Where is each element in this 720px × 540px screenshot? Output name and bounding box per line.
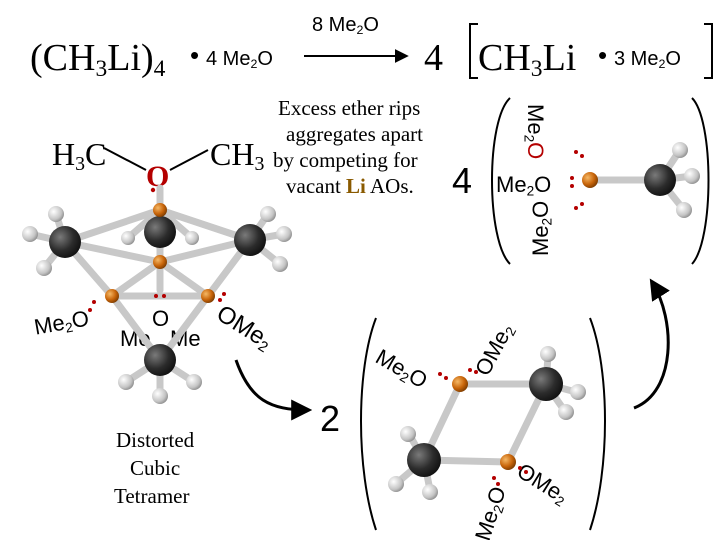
reactant-sub3: 3 bbox=[95, 55, 108, 82]
note-line-4-post: AOs. bbox=[365, 174, 414, 198]
tetramer-label-mid-me2: Me bbox=[170, 326, 201, 351]
monomer-mid-sub: 2 bbox=[526, 183, 535, 199]
product-bullet: • bbox=[598, 40, 608, 70]
tetramer-left-o: O bbox=[69, 305, 91, 333]
tetramer-label-left: Me2O bbox=[32, 305, 91, 341]
monomer-coeff: 4 bbox=[452, 160, 473, 201]
note-line-4-pre: vacant bbox=[286, 174, 347, 198]
reactant-solvent-sub: 2 bbox=[250, 57, 258, 72]
curved-arrow-tetramer-to-dimer bbox=[234, 359, 313, 421]
dimer-tl-o: O bbox=[404, 363, 432, 394]
reactant-li: Li) bbox=[107, 37, 154, 79]
dimer-coeff: 2 bbox=[320, 398, 341, 439]
reactant-formula: (CH3Li)4 bbox=[30, 36, 165, 83]
tetramer-label-mid-o: O bbox=[152, 306, 170, 331]
tetramer-caption-3: Tetramer bbox=[114, 484, 190, 508]
product-solvent-sub: 2 bbox=[658, 57, 666, 72]
monomer-label-bot: Me2O bbox=[528, 201, 554, 256]
product-solvent-text: 3 Me bbox=[614, 48, 659, 70]
dimer-bracket-left bbox=[360, 317, 377, 531]
monomer-mid-o: O bbox=[534, 172, 552, 197]
monomer-molecule bbox=[570, 142, 700, 218]
reactant-sub4: 4 bbox=[153, 55, 166, 82]
ether-oxygen: O bbox=[146, 160, 170, 193]
reactant-solvent-text: 4 Me bbox=[206, 48, 251, 70]
arrow-reagent: 8 Me2O bbox=[312, 14, 379, 37]
reactant-bullet: • bbox=[190, 40, 200, 70]
note-line-1: Excess ether rips bbox=[278, 96, 421, 120]
dimer-label-top: OMe2 bbox=[470, 319, 519, 380]
monomer-bracket-right bbox=[691, 97, 710, 265]
ether-right-methyl: CH3 bbox=[210, 136, 264, 176]
dimer-label-bot: Me2O bbox=[470, 483, 512, 540]
arrow-reagent-text: 8 Me bbox=[312, 14, 357, 36]
monomer-label-mid: Me2O bbox=[496, 172, 551, 198]
reactant-solvent: 4 Me2O bbox=[206, 48, 273, 71]
ether-left-c: C bbox=[85, 136, 107, 172]
note-line-2: aggregates apart bbox=[286, 122, 424, 146]
ether-left-methyl: H3C bbox=[52, 136, 106, 176]
note-line-4: vacant Li AOs. bbox=[286, 174, 414, 199]
arrow-reagent-o: O bbox=[363, 14, 379, 36]
product-core: CH bbox=[478, 37, 531, 79]
product-li: Li bbox=[542, 37, 577, 79]
note-line-4-li: Li bbox=[346, 174, 366, 198]
monomer-mid-me: Me bbox=[496, 172, 527, 197]
ether-bond-left bbox=[103, 147, 147, 171]
tetramer-molecule bbox=[22, 184, 292, 404]
ether-left-h: H bbox=[52, 136, 76, 172]
ether-right-sub: 3 bbox=[254, 152, 265, 175]
monomer-bot-me: Me bbox=[528, 225, 553, 256]
reactant-solvent-o: O bbox=[257, 48, 273, 70]
reactant-core: (CH bbox=[30, 37, 96, 79]
ether-right-ch: CH bbox=[210, 136, 255, 172]
dimer-bot-o: O bbox=[481, 483, 511, 508]
note-line-3: by competing for bbox=[273, 148, 418, 172]
monomer-bot-sub: 2 bbox=[539, 217, 555, 226]
ether-bond-right bbox=[169, 149, 209, 171]
tetramer-label-right: OMe2 bbox=[211, 300, 277, 356]
monomer-bot-o: O bbox=[528, 200, 553, 218]
arrow-reagent-sub: 2 bbox=[356, 23, 364, 38]
monomer-top-o: O bbox=[523, 142, 548, 160]
dimer-bracket-right bbox=[589, 317, 606, 531]
tetramer-caption-2: Cubic bbox=[130, 456, 181, 480]
product-solvent: 3 Me2O bbox=[614, 48, 681, 71]
dimer-label-tl: Me2O bbox=[371, 344, 432, 395]
product-solvent-o: O bbox=[665, 48, 681, 70]
product-bracket-right bbox=[704, 23, 713, 79]
monomer-label-top: Me2O bbox=[522, 104, 548, 159]
tetramer-label-mid-me1: Me bbox=[120, 326, 151, 351]
dimer-label-br: OMe2 bbox=[512, 458, 573, 510]
tetramer-caption-1: Distorted bbox=[116, 428, 195, 452]
curved-arrow-dimer-to-monomer bbox=[633, 278, 670, 410]
product-formula: CH3Li bbox=[478, 36, 576, 83]
tetramer-left-me: Me bbox=[32, 309, 67, 340]
monomer-top-sub: 2 bbox=[521, 134, 537, 143]
product-sub3: 3 bbox=[530, 55, 543, 82]
product-coeff: 4 bbox=[424, 37, 443, 79]
product-bracket-left bbox=[469, 23, 478, 79]
monomer-top-me: Me bbox=[523, 104, 548, 135]
ether-left-sub: 3 bbox=[75, 152, 86, 175]
